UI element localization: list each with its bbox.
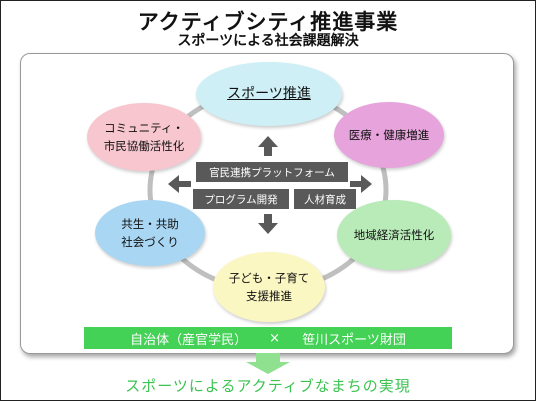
slide-subtitle: スポーツによる社会課題解決 — [177, 33, 359, 49]
platform-box: 官民連携プラットフォーム — [196, 162, 348, 182]
arrow-up-icon — [258, 136, 278, 156]
node-sports-promotion: スポーツ推進 — [196, 62, 342, 126]
arrow-right-icon — [350, 175, 372, 193]
arrow-left-icon — [168, 175, 191, 193]
outcome-text: スポーツによるアクティブなまちの実現 — [125, 377, 411, 395]
node-health: 医療・健康増進 — [334, 102, 444, 168]
node-local-economy: 地域経済活性化 — [337, 200, 451, 270]
node-childcare: 子ども・子育て 支援推進 — [213, 252, 325, 322]
outcome-arrow-icon — [246, 353, 290, 374]
arrow-down-icon — [258, 214, 278, 234]
partnership-left: 自治体（産官学民） — [130, 332, 248, 348]
program-box: プログラム開発 — [193, 189, 289, 209]
talent-box: 人材育成 — [294, 189, 356, 209]
node-coexistence: 共生・共助 社会づくり — [95, 200, 205, 266]
slide-title: アクティブシティ推進事業 — [137, 10, 399, 34]
partnership-right: 笹川スポーツ財団 — [302, 332, 406, 348]
node-community: コミュニティ・ 市民協働活性化 — [87, 103, 201, 171]
partnership-separator: × — [269, 330, 281, 346]
partnership-bar: 自治体（産官学民） × 笹川スポーツ財団 — [84, 327, 452, 349]
